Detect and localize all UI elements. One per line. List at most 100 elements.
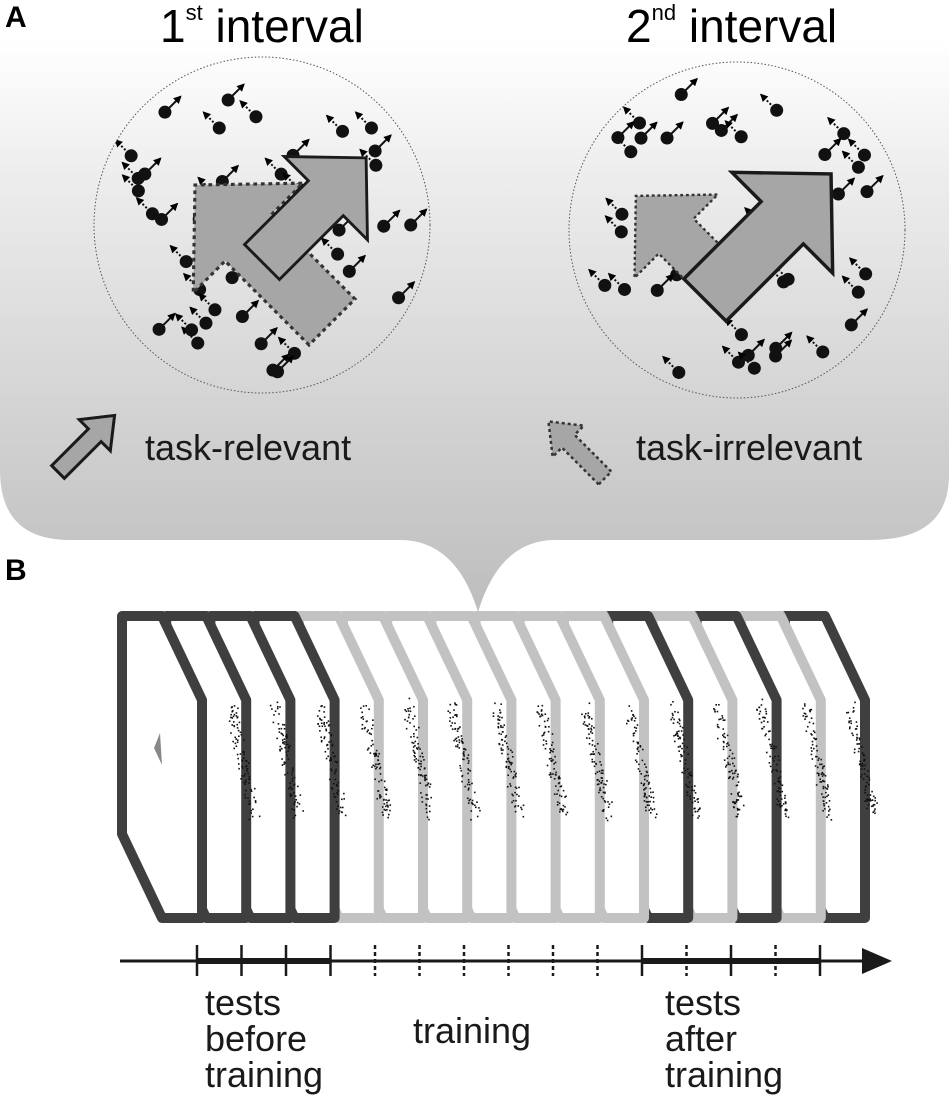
- moving-dot: [202, 111, 226, 135]
- stimulus-aperture-2: [568, 61, 906, 399]
- motion-arrow-icon: [292, 138, 310, 157]
- moving-dot: [607, 272, 632, 296]
- moving-dot: [325, 114, 350, 138]
- moving-dot: [169, 244, 193, 269]
- motion-arrow-icon: [348, 254, 366, 273]
- phase-label-before: tests before training: [205, 982, 323, 1095]
- legend-irrelevant-arrow-icon: [547, 420, 614, 487]
- moving-dot: [634, 121, 658, 145]
- moving-dot: [818, 137, 842, 161]
- frame-dot-cloud: [846, 701, 878, 815]
- moving-dot: [152, 312, 176, 336]
- moving-dot: [198, 293, 222, 317]
- motion-arrow-icon: [640, 121, 658, 139]
- timeline: [120, 945, 892, 976]
- trial-frames: [117, 611, 878, 923]
- frame-dot-cloud: [581, 702, 613, 822]
- frame-dot-cloud: [625, 705, 658, 819]
- moving-dot: [662, 355, 686, 379]
- motion-arrow-icon: [241, 299, 260, 318]
- motion-arrow-icon: [158, 312, 176, 331]
- frame-outline: [117, 611, 207, 923]
- legend-relevant: task-relevant: [49, 413, 351, 481]
- motion-arrow-icon: [276, 355, 295, 373]
- moving-dot: [354, 111, 378, 135]
- moving-dot: [181, 326, 205, 350]
- moving-dot: [158, 95, 182, 119]
- moving-dot: [588, 268, 612, 292]
- stimulus-aperture-1: [93, 56, 431, 394]
- motion-arrow-icon: [410, 208, 428, 226]
- moving-dot: [706, 106, 730, 130]
- moving-dot: [611, 120, 635, 145]
- panel-label-a: A: [5, 1, 27, 34]
- frame-dot-cloud: [316, 705, 347, 817]
- motion-arrow-icon: [850, 308, 868, 326]
- trial-frame: [117, 611, 207, 923]
- moving-dot: [844, 308, 868, 332]
- moving-dot: [189, 306, 213, 330]
- motion-arrow-icon: [221, 164, 240, 183]
- frame-dot-cloud: [756, 698, 790, 819]
- motion-arrow-icon: [775, 331, 793, 350]
- motion-arrow-icon: [374, 134, 392, 152]
- moving-dot: [841, 275, 865, 299]
- moving-dot: [650, 273, 674, 297]
- motion-arrow-icon: [397, 281, 416, 299]
- moving-dot: [724, 120, 748, 144]
- moving-dot: [121, 174, 145, 198]
- moving-dot: [769, 339, 793, 363]
- motion-arrow-icon: [260, 327, 278, 345]
- motion-arrow-icon: [656, 273, 674, 292]
- moving-dot: [674, 77, 698, 102]
- frame-dot-cloud: [228, 705, 261, 821]
- frame-dot-cloud: [802, 703, 833, 821]
- motion-arrow-icon: [144, 157, 162, 175]
- legend-relevant-arrow-icon: [49, 413, 117, 481]
- timeline-arrow-icon: [862, 948, 892, 974]
- moving-dot: [404, 208, 428, 232]
- moving-dot: [771, 262, 795, 286]
- moving-dot: [368, 134, 392, 158]
- motion-arrow-icon: [824, 137, 842, 156]
- moving-dot: [254, 327, 278, 351]
- moving-dot: [806, 335, 830, 359]
- callout-bubble: [0, 40, 949, 612]
- moving-dot: [737, 351, 761, 375]
- motion-arrow-icon: [774, 339, 793, 357]
- moving-dot: [724, 317, 748, 342]
- moving-dot: [614, 135, 638, 159]
- phase-label-after: tests after training: [665, 982, 783, 1095]
- motion-arrow-icon: [160, 202, 179, 221]
- block-arrow-relevant-icon: [681, 170, 835, 324]
- frame-dot-cloud: [269, 701, 304, 819]
- frame-marker-icon: [154, 733, 162, 765]
- moving-dot: [841, 150, 865, 174]
- legend-irrelevant: task-irrelevant: [547, 420, 862, 487]
- frame-dot-cloud: [404, 697, 432, 821]
- motion-arrow-icon: [272, 353, 290, 371]
- timeline-ticks: [195, 945, 822, 976]
- interval-1-title: 1st interval: [160, 0, 364, 52]
- block-arrow-relevant-icon: [242, 155, 369, 282]
- frame-dot-cloud: [536, 704, 569, 816]
- phase-label-training: training: [413, 1010, 531, 1051]
- motion-arrow-icon: [666, 121, 684, 139]
- moving-dot: [114, 139, 138, 163]
- moving-dot: [604, 215, 628, 239]
- motion-arrow-icon: [837, 177, 856, 195]
- dot-icon: [633, 116, 647, 130]
- moving-dot: [135, 197, 159, 221]
- frame-dot-cloud: [492, 702, 525, 818]
- frame-dot-cloud: [360, 704, 392, 819]
- moving-dot: [320, 237, 345, 261]
- moving-dot: [660, 121, 684, 145]
- motion-arrow-icon: [747, 338, 765, 357]
- frame-dot-cloud: [713, 703, 745, 818]
- motion-arrow-icon: [866, 174, 884, 193]
- frame-dot-cloud: [670, 700, 701, 819]
- motion-arrow-icon: [680, 77, 698, 96]
- moving-dot: [759, 93, 784, 117]
- legend-irrelevant-label: task-irrelevant: [636, 427, 862, 468]
- moving-dot: [235, 299, 260, 323]
